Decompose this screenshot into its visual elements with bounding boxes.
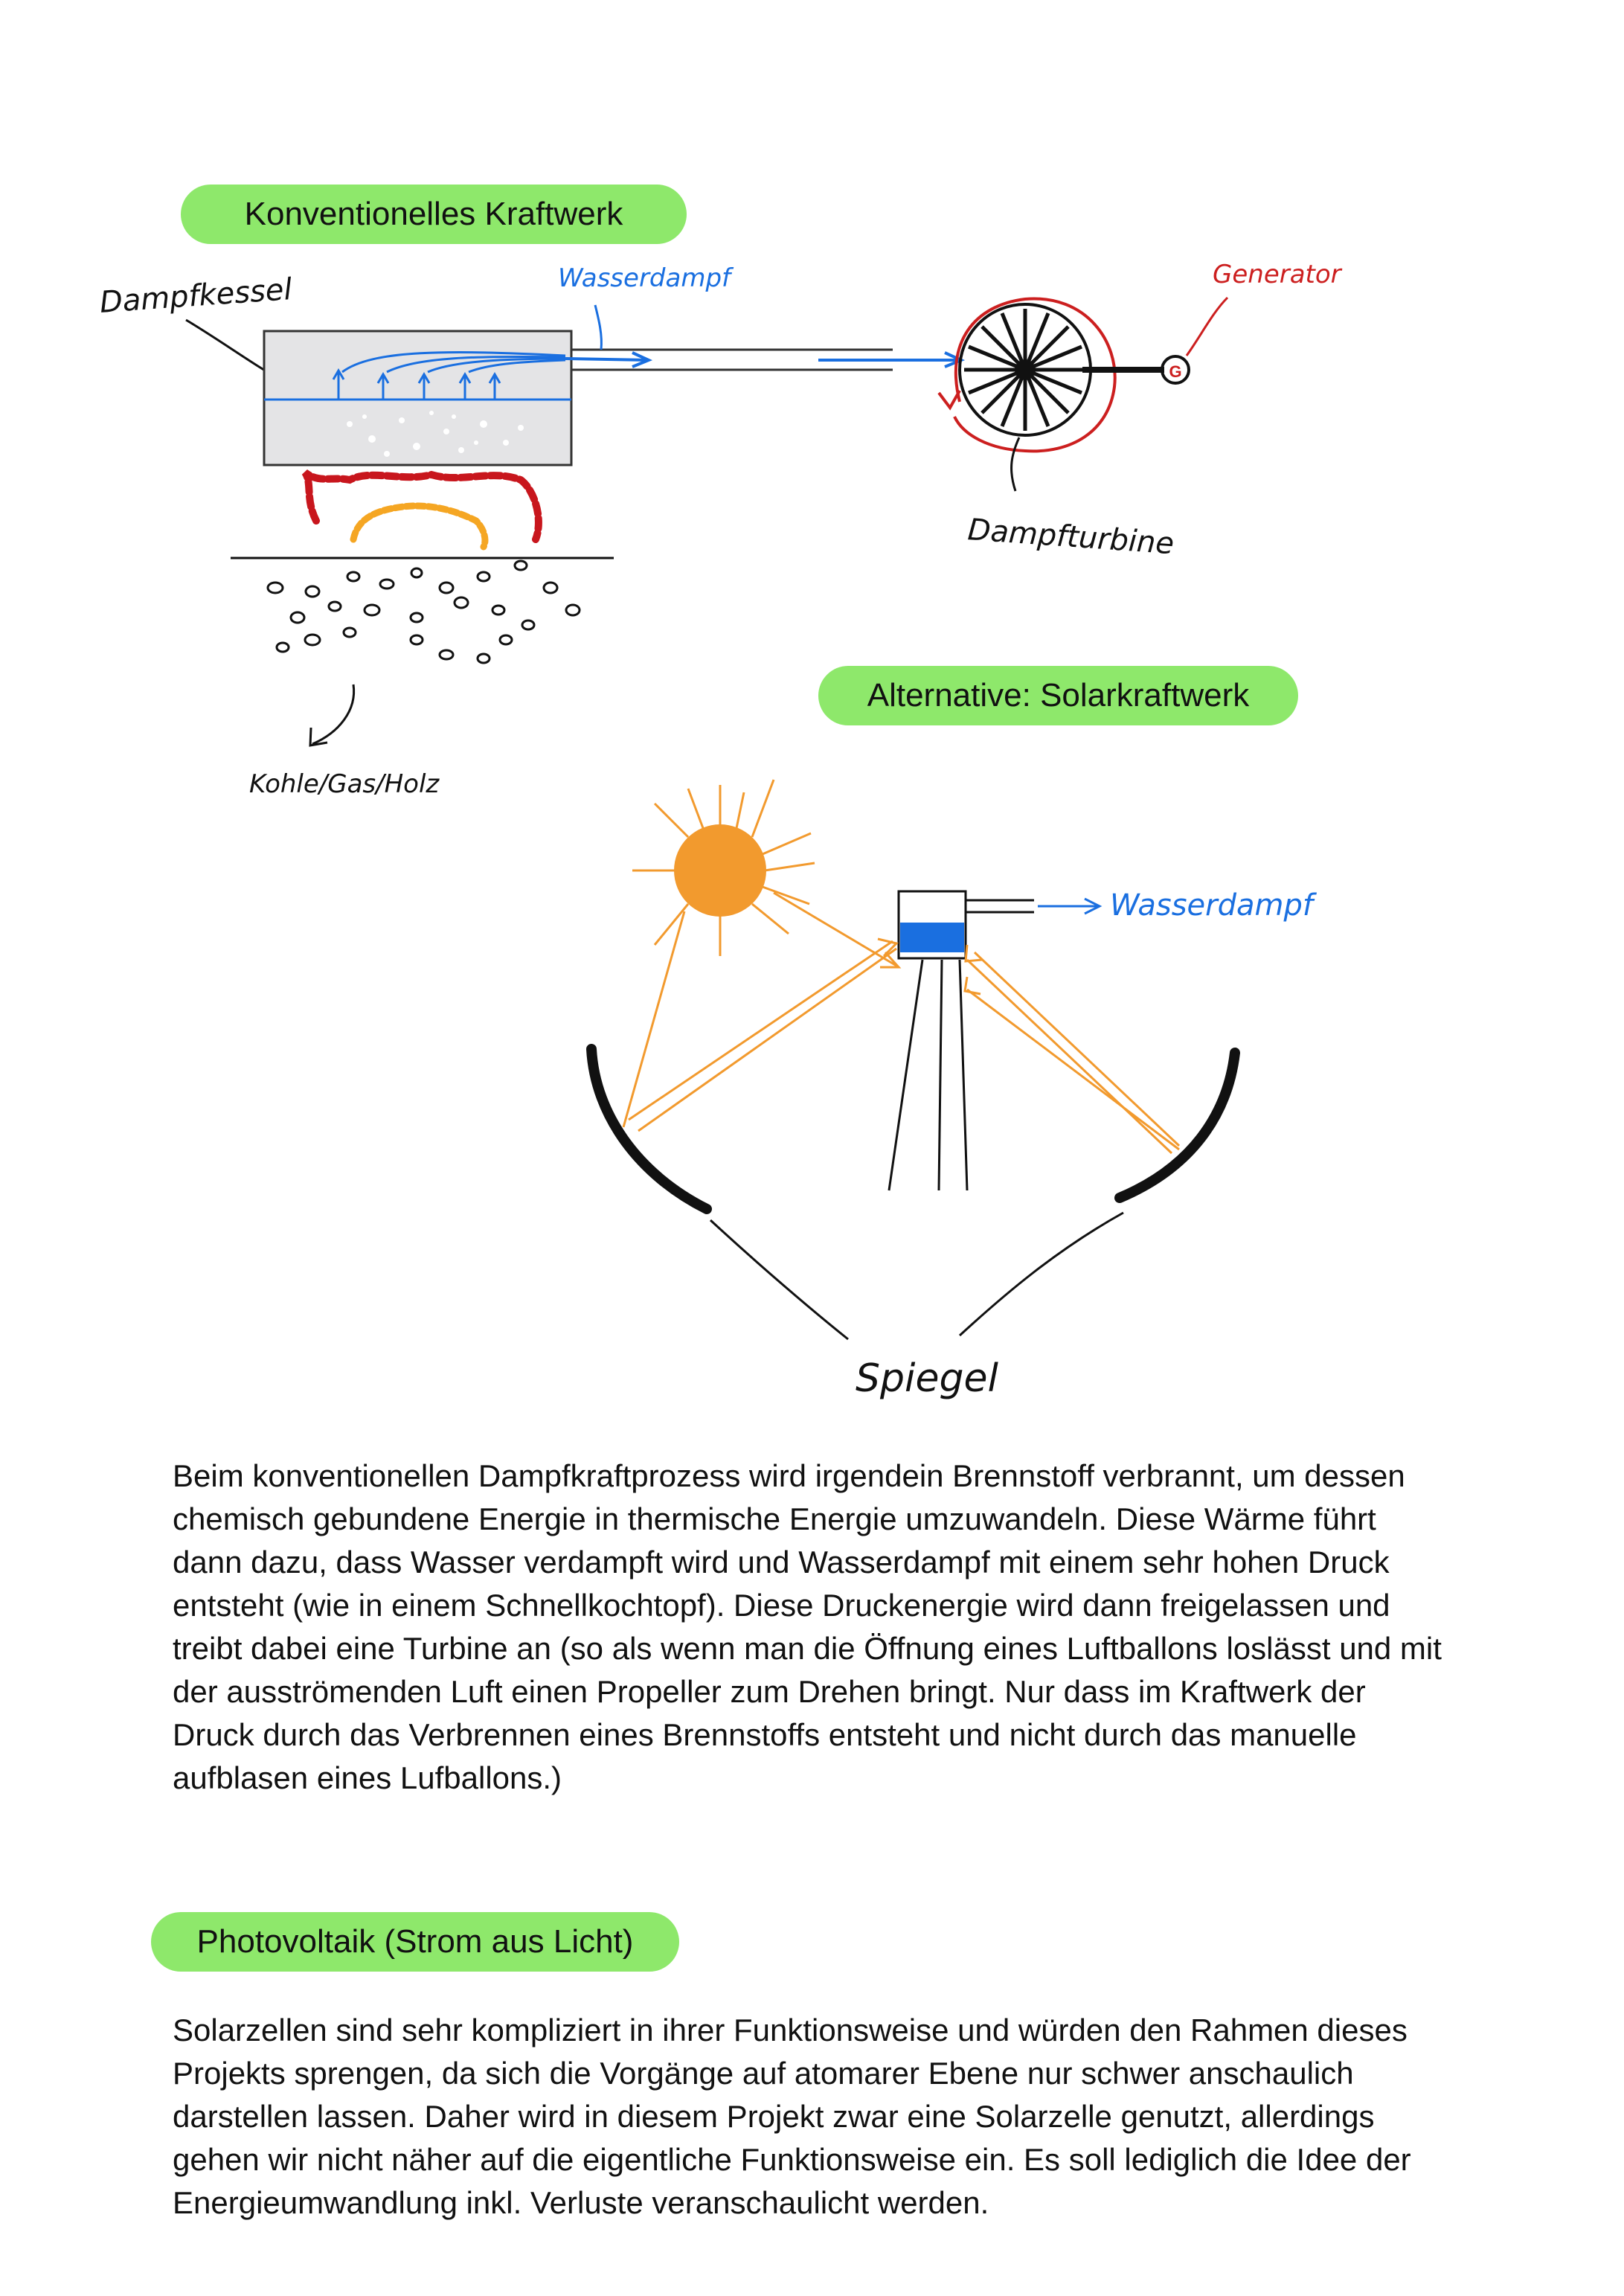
right-mirror <box>1114 1048 1240 1203</box>
water-tank <box>900 923 964 952</box>
section-title-solarkraftwerk: Alternative: Solarkraftwerk <box>818 666 1298 725</box>
label-dampfturbine: Dampfturbine <box>966 513 1175 561</box>
fuel-particles <box>266 559 581 664</box>
paragraph-dampfkraftprozess: Beim konventionellen Dampfkraftprozess w… <box>173 1458 1442 1795</box>
section-title-konventionelles-kraftwerk: Konventionelles Kraftwerk <box>181 185 687 244</box>
light-rays <box>622 891 1181 1155</box>
label-generator: Generator <box>1213 260 1343 289</box>
steam-flow-arrows <box>565 351 966 368</box>
label-wasserdampf-top: Wasserdampf <box>558 263 734 293</box>
generator: G <box>1161 355 1190 385</box>
conventional-plant-diagram: Dampfkessel <box>98 260 1342 799</box>
sun-icon <box>632 779 815 956</box>
steam-turbine <box>958 303 1092 437</box>
left-mirror <box>586 1044 712 1214</box>
sketch-diagrams: Dampfkessel <box>98 260 1342 1401</box>
rotation-arrow <box>953 297 1117 453</box>
label-spiegel: Spiegel <box>856 1356 998 1401</box>
boiler-bubbles <box>347 411 524 457</box>
fuel-arrow <box>312 684 356 745</box>
steam-rising-arrows <box>332 350 566 400</box>
section-title-photovoltaik: Photovoltaik (Strom aus Licht) <box>151 1912 679 1972</box>
solar-plant-diagram: Wasserdampf Spiegel <box>586 779 1318 1401</box>
label-brennstoff: Kohle/Gas/Holz <box>249 769 440 799</box>
paragraph-photovoltaik: Solarzellen sind sehr kompliziert in ihr… <box>173 2013 1411 2220</box>
label-wasserdampf-solar: Wasserdampf <box>1110 888 1318 923</box>
generator-symbol: G <box>1169 362 1181 381</box>
solar-tower <box>888 890 1034 1191</box>
flame <box>301 469 542 551</box>
label-dampfkessel: Dampfkessel <box>98 272 293 320</box>
